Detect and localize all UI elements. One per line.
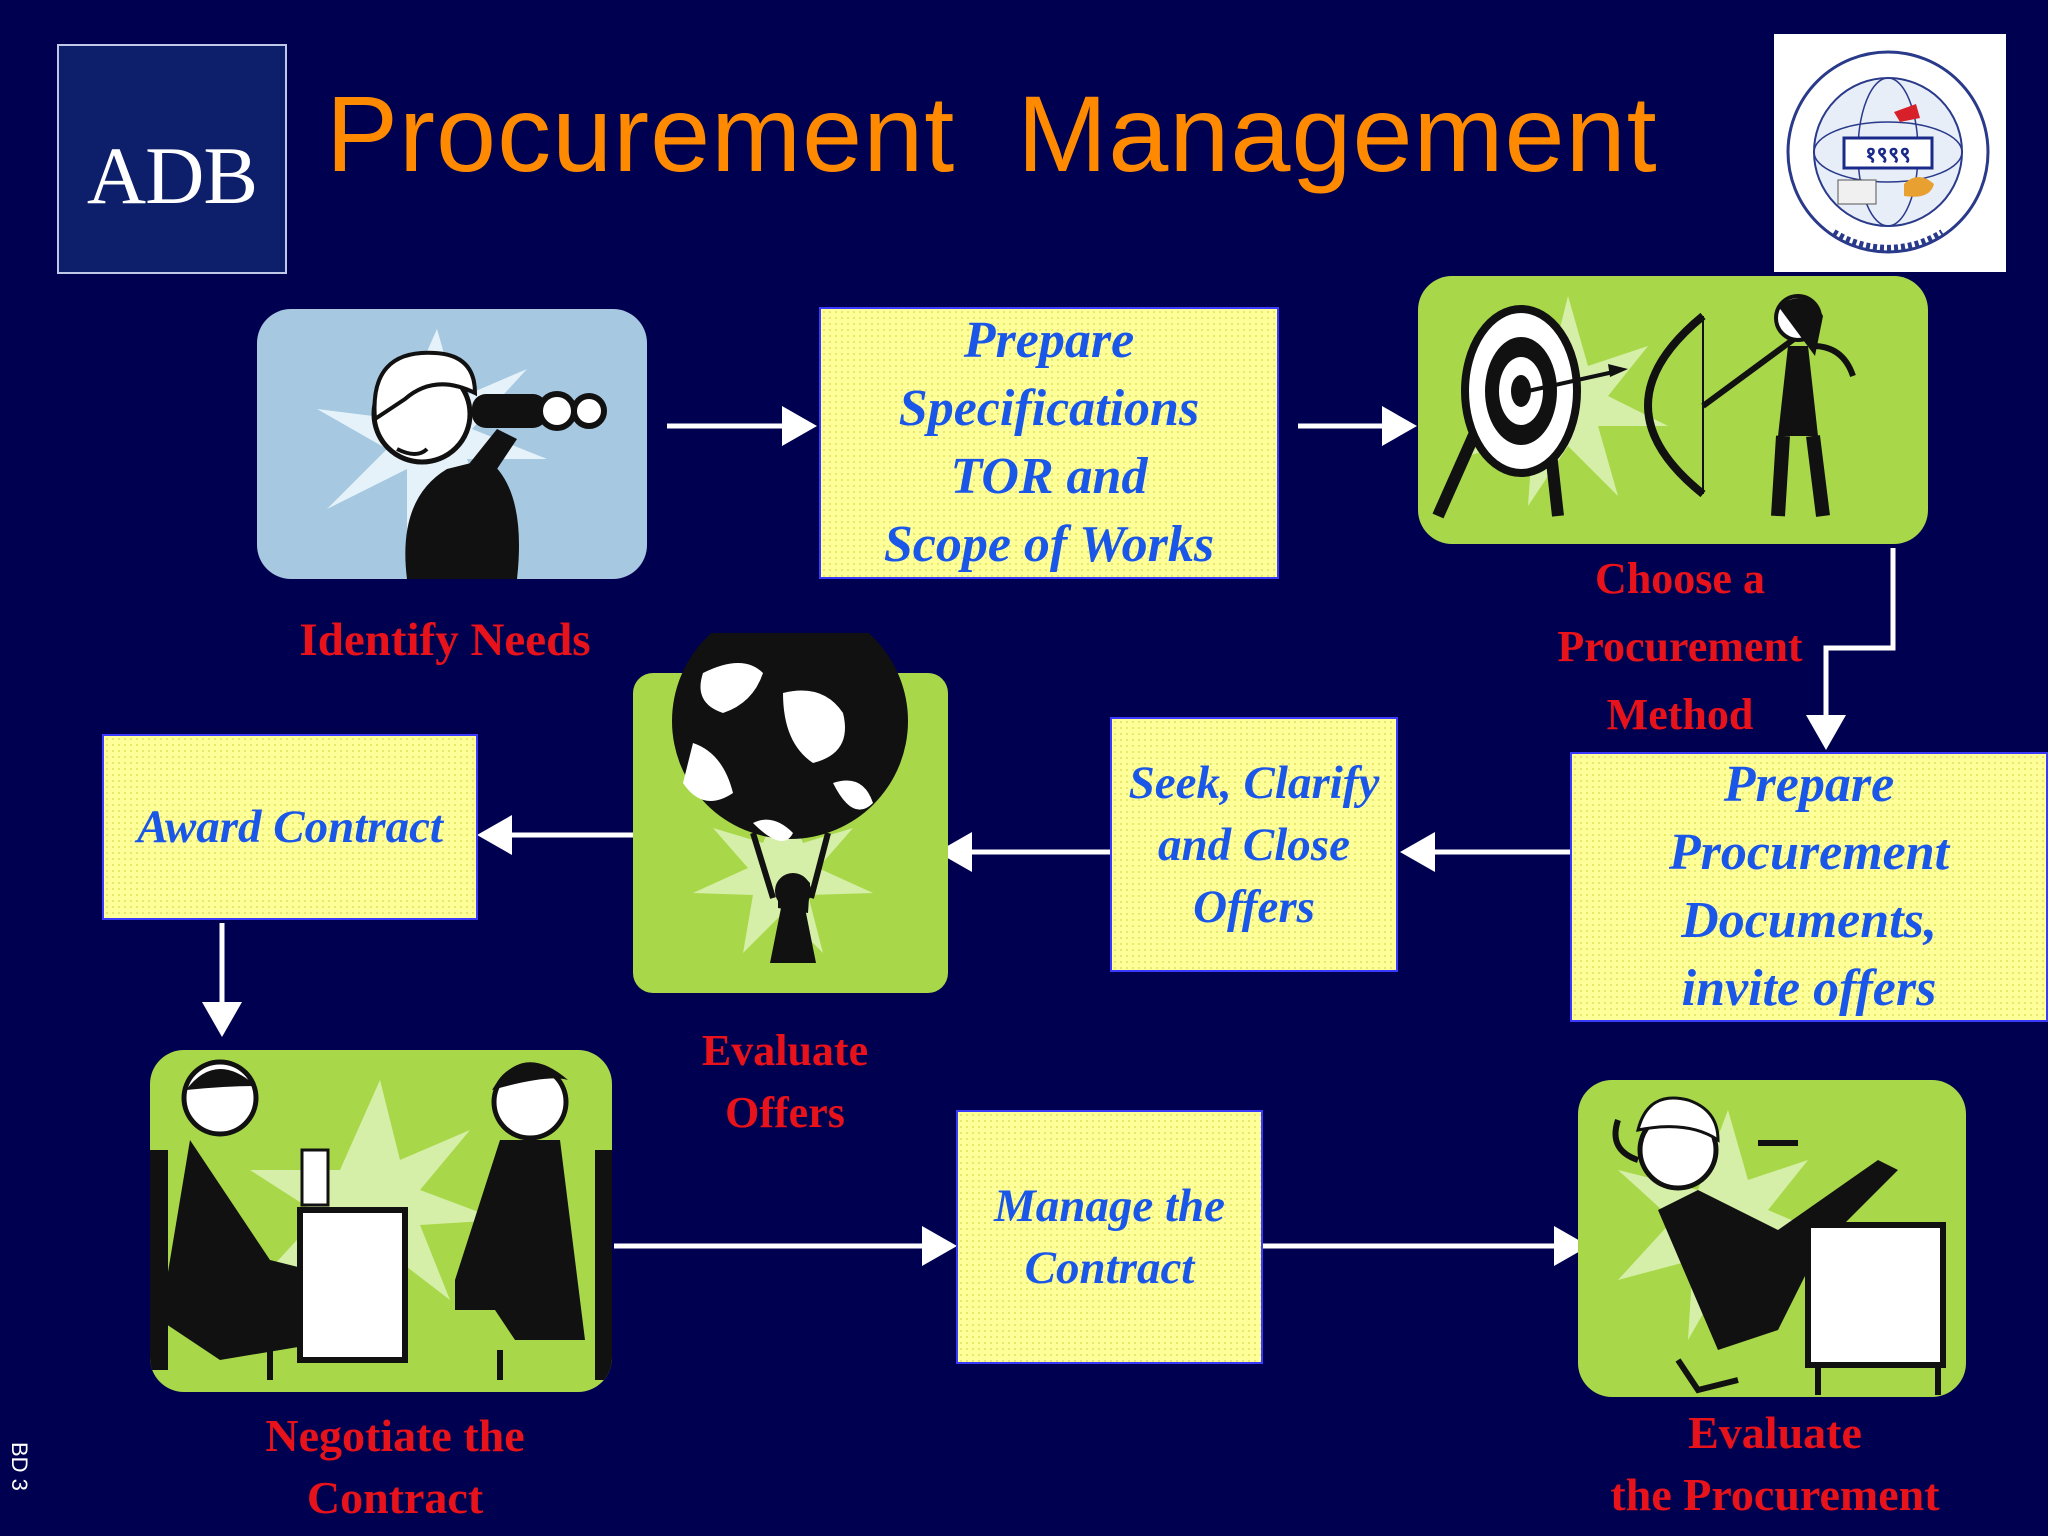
step-manage-contract-text: Manage the Contract: [993, 1180, 1226, 1294]
slide-number: BD 3: [7, 1442, 32, 1491]
step-seek-clarify-close-offers: Seek, Clarify and Close Offers: [1110, 717, 1398, 972]
binoculars-person-icon: [317, 329, 607, 579]
step-seek-clarify-close-offers-text: Seek, Clarify and Close Offers: [1128, 756, 1380, 933]
seal-numerals: १९९९: [1865, 143, 1911, 168]
evaluate-offers-picture: [633, 633, 948, 993]
step-prepare-procurement-documents: Prepare Procurement Documents, invite of…: [1570, 752, 2048, 1022]
negotiate-picture: [150, 1050, 612, 1392]
relaxing-person-icon: [1612, 1096, 1946, 1395]
seal-emblem-icon: १९९९: [1786, 50, 1990, 254]
label-evaluate-offers: Evaluate Offers: [701, 1026, 869, 1137]
adb-logo: ADB: [57, 44, 287, 274]
meeting-desk-icon: [150, 1059, 612, 1380]
step-prepare-specifications-text: Prepare Specifications TOR and Scope of …: [883, 312, 1215, 573]
step-prepare-specifications: Prepare Specifications TOR and Scope of …: [819, 307, 1279, 579]
step-award-contract: Award Contract: [102, 734, 478, 920]
archer-target-icon: [1432, 294, 1856, 519]
step-prepare-procurement-documents-text: Prepare Procurement Documents, invite of…: [1668, 756, 1950, 1017]
seal-logo: १९९९: [1774, 34, 2006, 272]
label-evaluate-procurement: Evaluate the Procurement: [1610, 1407, 1940, 1520]
evaluate-procurement-picture: [1578, 1080, 1966, 1397]
adb-logo-text: ADB: [86, 130, 258, 221]
step-award-contract-text: Award Contract: [136, 801, 443, 853]
globe-lifter-icon: [672, 633, 908, 963]
label-negotiate-contract: Negotiate the Contract: [265, 1410, 525, 1523]
label-choose-method: Choose a Procurement Method: [1557, 554, 1803, 739]
page-title: Procurement Management: [326, 73, 1658, 194]
step-manage-contract: Manage the Contract: [956, 1110, 1263, 1364]
label-identify-needs: Identify Needs: [299, 614, 591, 666]
arrow-choose-to-docs: [1806, 548, 1896, 750]
choose-method-picture: [1418, 276, 1928, 544]
identify-needs-picture: [257, 309, 647, 579]
